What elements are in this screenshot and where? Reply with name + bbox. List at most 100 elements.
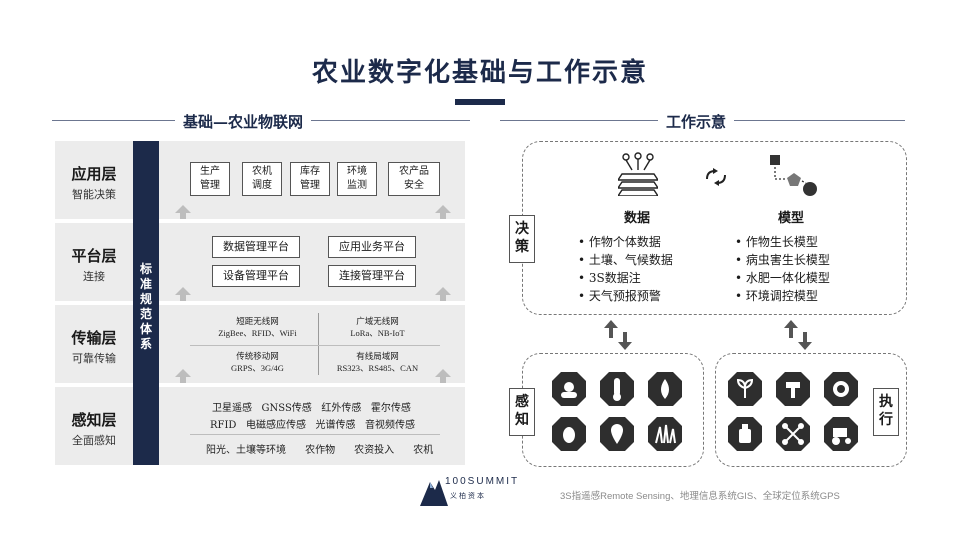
transport-cell-wired: 有线局域网 RS323、RS485、CAN bbox=[320, 350, 435, 374]
sense-layer-label: 感知层 全面感知 bbox=[55, 409, 133, 448]
transport-wired-sub: RS323、RS485、CAN bbox=[336, 363, 419, 373]
weather-icon bbox=[552, 372, 586, 406]
sense-row-2: RFID 电磁感应传感 光谱传感 音视频传感 bbox=[210, 420, 416, 431]
right-section-title: 工作示意 bbox=[658, 111, 735, 132]
sense-divider bbox=[190, 434, 440, 435]
sense-label: 感知 bbox=[509, 388, 535, 436]
standard-column-char: 系 bbox=[139, 337, 152, 351]
data-item: 天气预报预警 bbox=[578, 287, 673, 305]
layer-arrows bbox=[175, 205, 451, 383]
exec-label: 执行 bbox=[873, 388, 899, 436]
sprayer-icon bbox=[728, 417, 762, 451]
up-arrow-icon bbox=[175, 205, 191, 219]
thermometer-icon bbox=[600, 372, 634, 406]
left-section-title: 基础—农业物联网 bbox=[175, 111, 312, 132]
model-shapes-icon bbox=[770, 155, 817, 196]
bidirectional-arrow-right bbox=[784, 320, 812, 350]
platform-app-business: 应用业务平台 bbox=[328, 236, 416, 258]
exec-icon-grid bbox=[728, 372, 858, 451]
app-item-environment: 环境 监测 bbox=[337, 162, 377, 196]
model-title: 模型 bbox=[778, 211, 805, 226]
sense-layer-sub: 全面感知 bbox=[72, 434, 116, 447]
app-layer-sub: 智能决策 bbox=[72, 188, 116, 201]
sense-layer-bg bbox=[55, 387, 465, 465]
transport-layer-sub: 可靠传输 bbox=[72, 352, 116, 365]
up-arrow-icon bbox=[435, 369, 451, 383]
app-item-safety: 农产品 安全 bbox=[388, 162, 440, 196]
location-pin-icon bbox=[600, 417, 634, 451]
irrigation-icon bbox=[776, 372, 810, 406]
platform-layer-sub: 连接 bbox=[83, 270, 105, 283]
decision-label-text: 决策 bbox=[515, 221, 529, 255]
data-list: 作物个体数据 土壤、气候数据 3S数据注 天气预报预警 bbox=[578, 233, 673, 305]
data-item: 作物个体数据 bbox=[578, 233, 673, 251]
exec-box bbox=[715, 353, 907, 467]
platform-connection-mgmt: 连接管理平台 bbox=[328, 265, 416, 287]
sense-row-3: 阳光、土壤等环境 农作物 农资投入 农机 bbox=[206, 445, 434, 456]
up-arrow-icon bbox=[435, 205, 451, 219]
model-item: 病虫害生长模型 bbox=[735, 251, 830, 269]
up-arrow-icon bbox=[175, 287, 191, 301]
transport-layer-name: 传输层 bbox=[71, 329, 117, 347]
water-drop-icon bbox=[648, 372, 682, 406]
transport-wired-title: 有线局域网 bbox=[356, 351, 399, 361]
data-item: 土壤、气候数据 bbox=[578, 251, 673, 269]
sense-icon-grid bbox=[552, 372, 682, 451]
app-layer-name: 应用层 bbox=[71, 165, 117, 183]
tractor-icon bbox=[824, 417, 858, 451]
transport-short-title: 短距无线网 bbox=[236, 316, 279, 326]
standard-column-char: 规 bbox=[139, 292, 152, 306]
model-item: 环境调控模型 bbox=[735, 287, 830, 305]
model-item: 水肥一体化模型 bbox=[735, 269, 830, 287]
exec-label-text: 执行 bbox=[879, 394, 893, 428]
app-item-production: 生产 管理 bbox=[190, 162, 230, 196]
sense-row-1: 卫星遥感 GNSS传感 红外传感 霍尔传感 bbox=[212, 403, 411, 414]
grass-icon bbox=[648, 417, 682, 451]
model-list: 作物生长模型 病虫害生长模型 水肥一体化模型 环境调控模型 bbox=[735, 233, 830, 305]
transport-layer-label: 传输层 可靠传输 bbox=[55, 327, 133, 366]
footer-note: 3S指遥感Remote Sensing、地理信息系统GIS、全球定位系统GPS bbox=[560, 491, 840, 502]
up-arrow-icon bbox=[175, 369, 191, 383]
refresh-arrows-icon bbox=[706, 168, 726, 186]
transport-wide-title: 广域无线网 bbox=[356, 316, 399, 326]
standard-column-char: 准 bbox=[139, 277, 152, 291]
logo-name: 100SUMMIT bbox=[445, 476, 520, 487]
transport-divider-h bbox=[190, 345, 440, 346]
app-layer-label: 应用层 智能决策 bbox=[55, 163, 133, 202]
standard-column-char: 范 bbox=[139, 307, 152, 321]
transport-mobile-sub: GRPS、3G/4G bbox=[231, 363, 284, 373]
fertilizer-icon bbox=[824, 372, 858, 406]
transport-cell-mobile: 传统移动网 GRPS、3G/4G bbox=[200, 350, 315, 374]
data-title: 数据 bbox=[624, 211, 651, 226]
page-title: 农业数字化基础与工作示意 bbox=[311, 58, 648, 88]
transport-layer-bg bbox=[55, 305, 465, 383]
standard-column-text: 标准规范体系 bbox=[133, 262, 159, 352]
sense-layer-name: 感知层 bbox=[71, 411, 117, 429]
standard-column-char: 标 bbox=[139, 262, 152, 276]
transport-mobile-title: 传统移动网 bbox=[236, 351, 279, 361]
data-layers-icon bbox=[618, 152, 658, 196]
data-item: 3S数据注 bbox=[578, 269, 673, 287]
platform-layer-name: 平台层 bbox=[71, 247, 117, 265]
app-item-machinery: 农机 调度 bbox=[242, 162, 282, 196]
bidirectional-arrow-left bbox=[604, 320, 632, 350]
transport-wide-sub: LoRa、NB-IoT bbox=[350, 328, 405, 338]
standard-column bbox=[133, 141, 159, 465]
up-arrow-icon bbox=[435, 287, 451, 301]
model-item: 作物生长模型 bbox=[735, 233, 830, 251]
transport-divider-v bbox=[318, 313, 319, 375]
standard-column-char: 体 bbox=[139, 322, 152, 336]
transport-short-sub: ZigBee、RFID、WiFi bbox=[218, 328, 297, 338]
drone-icon bbox=[776, 417, 810, 451]
platform-device-mgmt: 设备管理平台 bbox=[212, 265, 300, 287]
pest-bug-icon bbox=[552, 417, 586, 451]
platform-data-mgmt: 数据管理平台 bbox=[212, 236, 300, 258]
mountain-logo-icon bbox=[420, 480, 448, 506]
logo-sub: 义柏资本 bbox=[450, 492, 486, 500]
transport-cell-short: 短距无线网 ZigBee、RFID、WiFi bbox=[200, 315, 315, 339]
app-item-inventory: 库存 管理 bbox=[290, 162, 330, 196]
decision-label: 决策 bbox=[509, 215, 535, 263]
sense-label-text: 感知 bbox=[515, 394, 529, 428]
transport-cell-wide: 广域无线网 LoRa、NB-IoT bbox=[320, 315, 435, 339]
plant-care-icon bbox=[728, 372, 762, 406]
